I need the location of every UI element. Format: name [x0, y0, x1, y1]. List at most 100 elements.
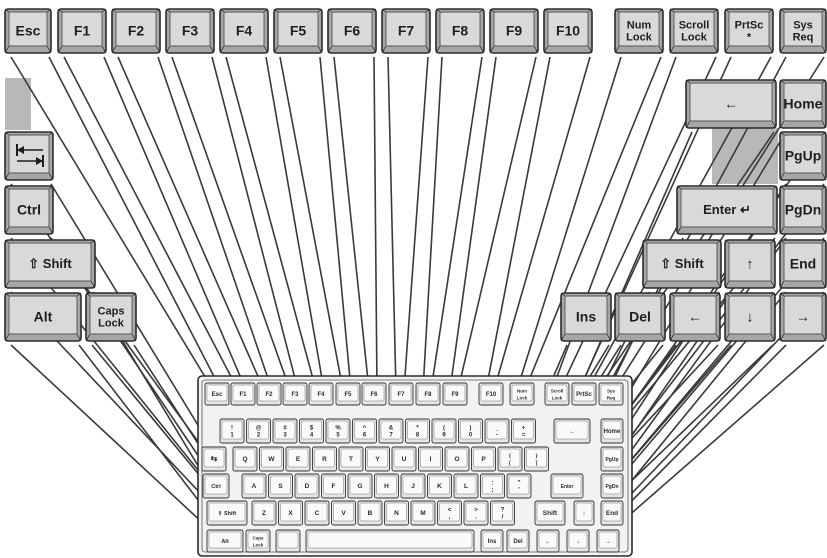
mini-key-a-6: J — [401, 474, 425, 498]
mini-key-a-7: K — [428, 474, 452, 498]
key-right-label: → — [796, 308, 810, 324]
key-capslock-label: Lock — [98, 317, 125, 329]
mini-key-q-3-label: R — [322, 456, 327, 463]
key-pgup-label: PgUp — [785, 147, 822, 163]
mini-key-fn-4: F4 — [309, 383, 333, 405]
mini-key-q-6: U — [392, 447, 416, 471]
mini-key-z-3-label: V — [341, 510, 346, 517]
key-end-label: End — [790, 255, 816, 271]
mini-key-a-5-label: H — [384, 483, 389, 490]
key-enter-label: Enter ↵ — [703, 202, 751, 217]
key-down: ↓ — [725, 293, 775, 341]
mini-key-num-10: _- — [485, 419, 509, 443]
mini-key-num-6-label: & — [389, 426, 394, 432]
key-f5-label: F5 — [290, 22, 307, 38]
mini-key-a-1-label: S — [278, 483, 283, 490]
mini-key-a-4-label: G — [357, 483, 362, 490]
mini-key-a-11: Enter — [551, 474, 583, 498]
mini-key-z-5-label: N — [394, 510, 399, 517]
mini-key-ctrl-label: Ctrl — [211, 484, 221, 490]
mini-key-num-13: Home — [601, 419, 623, 443]
mini-key-fn-10-label: F10 — [486, 392, 497, 398]
key-down-label: ↓ — [747, 308, 754, 324]
mini-key-fn-13-label: PrtSc — [576, 392, 592, 398]
mini-key-q-1: W — [260, 447, 284, 471]
mini-key-z-10: Shift — [535, 501, 565, 525]
mini-key-fn-7: F7 — [389, 383, 413, 405]
key-end: End — [780, 240, 826, 288]
mini-key-num-3: $4 — [300, 419, 324, 443]
mini-key-a-8: L — [454, 474, 478, 498]
mini-key-a-8-label: L — [464, 483, 468, 490]
mini-key-fn-8-label: F8 — [424, 392, 432, 398]
key-del-label: Del — [629, 308, 651, 324]
key-capslock-label: Caps — [98, 305, 125, 317]
key-del: Del — [615, 293, 665, 341]
key-numlock-label: Lock — [626, 31, 653, 43]
mini-key-q-10: {[ — [498, 447, 522, 471]
key-lshift-label: ⇧ Shift — [28, 256, 72, 271]
mini-key-z-4-label: B — [368, 510, 373, 517]
mini-key-q-8: O — [445, 447, 469, 471]
key-f2: F2 — [112, 9, 160, 53]
mini-key-num-11: += — [512, 419, 536, 443]
key-esc-label: Esc — [16, 22, 41, 38]
key-tab — [5, 132, 53, 180]
mini-key-fn-7-label: F7 — [397, 392, 405, 398]
mini-key-fn-5-label: F5 — [344, 392, 352, 398]
mini-key-fn-1-label: F1 — [239, 392, 247, 398]
mini-key-a-6-label: J — [411, 483, 415, 490]
key-f7: F7 — [382, 9, 430, 53]
key-home-label: Home — [784, 95, 823, 111]
mini-key-num-6: &7 — [379, 419, 403, 443]
mini-key-z-1-label: X — [288, 510, 293, 517]
mini-key-q-9-label: P — [481, 456, 486, 463]
mini-key-fn-9-label: F9 — [451, 392, 459, 398]
mini-key-z-3: V — [332, 501, 356, 525]
mini-key-q-7-label: I — [430, 456, 432, 463]
mini-key-q-3: R — [313, 447, 337, 471]
mini-key-a-10-label: " — [517, 480, 520, 487]
mini-key-q-0: Q — [233, 447, 257, 471]
mini-key-fn-10: F10 — [479, 383, 503, 405]
mini-key-num-1: @2 — [247, 419, 271, 443]
mini-key-q-6-label: U — [402, 456, 407, 463]
mini-key-nav-0: Ins — [481, 530, 503, 552]
mini-key-z-9-label: / — [502, 514, 504, 521]
mini-key-z-2-label: C — [315, 510, 320, 517]
key-ctrl-label: Ctrl — [17, 201, 41, 217]
key-backspace-label: ← — [724, 95, 738, 111]
mini-key-a-9: :; — [481, 474, 505, 498]
mini-key-num-0: !1 — [220, 419, 244, 443]
mini-key-bottom-z — [276, 530, 300, 552]
mini-key-ctrl: Ctrl — [203, 474, 229, 498]
key-right: → — [780, 293, 826, 341]
key-sysreq: SysReq — [780, 9, 826, 53]
key-alt-label: Alt — [34, 308, 53, 324]
mini-key-z-8-label: . — [475, 514, 477, 521]
mini-key-a-3-label: F — [332, 483, 336, 490]
mini-key-tab: ⇆ — [202, 447, 226, 471]
key-scrolllock: ScrollLock — [670, 9, 718, 53]
mini-key-num-1-label: @ — [256, 426, 262, 432]
connector-line-f10-a — [486, 57, 550, 390]
connector-line-f6-a — [334, 57, 369, 390]
mini-key-q-9: P — [472, 447, 496, 471]
mini-key-num-5: ^6 — [353, 419, 377, 443]
key-f6-label: F6 — [344, 22, 361, 38]
connector-line-f4-a — [226, 57, 316, 390]
mini-key-caps-label: Lock — [253, 543, 264, 548]
connector-line-f6-b — [374, 57, 377, 390]
key-ctrl: Ctrl — [5, 186, 53, 234]
mini-key-a-4: G — [348, 474, 372, 498]
mini-key-fn-3: F3 — [283, 383, 307, 405]
mini-key-num-2: #3 — [273, 419, 297, 443]
key-enter: Enter ↵ — [677, 186, 777, 234]
key-f4: F4 — [220, 9, 268, 53]
mini-key-a-1: S — [269, 474, 293, 498]
mini-key-a-9-label: ; — [491, 487, 493, 494]
mini-key-q-12-label: PgUp — [605, 457, 618, 463]
